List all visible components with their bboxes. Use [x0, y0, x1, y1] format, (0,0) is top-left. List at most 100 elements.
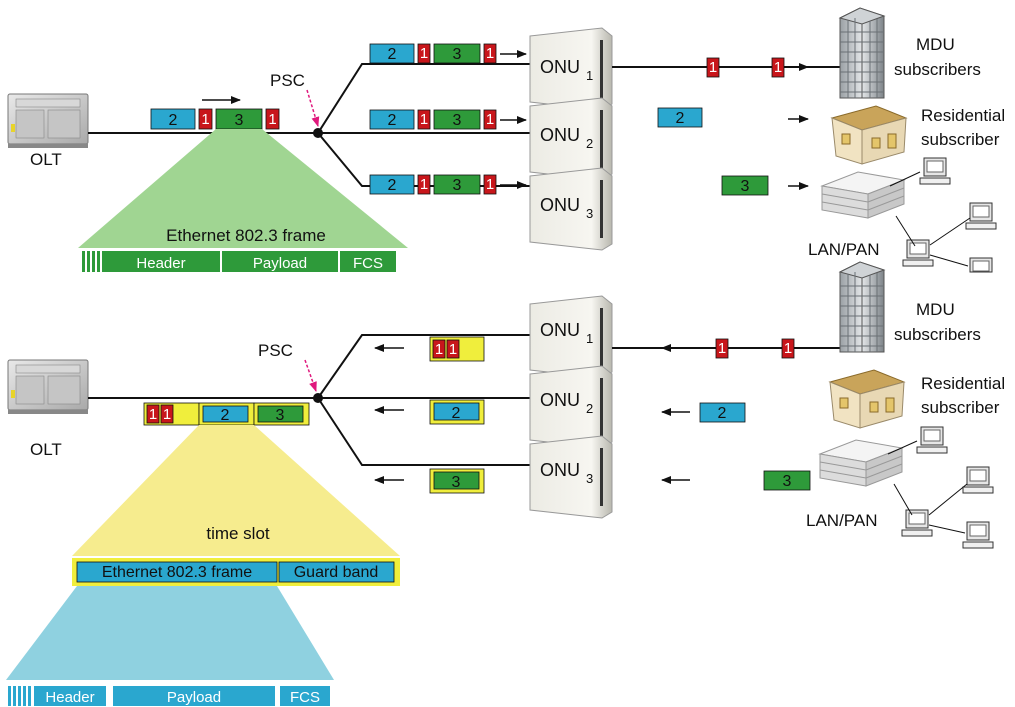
packet-label: 2: [388, 46, 397, 63]
onu-label: ONU: [540, 460, 580, 480]
trunk-slots: 1 1 2 3: [143, 402, 310, 426]
mdu-building-icon: [838, 7, 886, 99]
mdu-label-line1: MDU: [916, 35, 955, 54]
payload-field-label: Payload: [253, 255, 307, 272]
packet-label: 2: [221, 407, 230, 424]
onu-subscript: 2: [586, 136, 593, 151]
slot-caption: time slot: [206, 524, 270, 543]
onu-1-device-icon: ONU 1: [529, 295, 613, 379]
pc-icon: [962, 521, 994, 549]
packet-label: 1: [163, 406, 171, 423]
branch-line-1: [317, 63, 530, 134]
packet-label: 2: [388, 112, 397, 129]
packet-label: 1: [774, 59, 782, 76]
ethernet-frame-field-label: Ethernet 802.3 frame: [102, 564, 252, 581]
packet-label: 1: [449, 341, 457, 358]
downstream-section: OLT 2 1 3 1 Ethernet 802.3 frame Header: [7, 7, 1005, 273]
onu-label: ONU: [540, 320, 580, 340]
olt-label: OLT: [30, 150, 62, 169]
payload-field: [113, 686, 275, 706]
branch-line-3: [317, 397, 530, 466]
fcs-field: [340, 251, 396, 272]
delivered-packets-2: 2: [657, 107, 703, 128]
packet-label: 3: [783, 473, 792, 490]
upstream-section: OLT 1 1 2 3 time slot Ethernet 802.3 fra…: [6, 261, 1005, 706]
packet-label: 3: [235, 112, 244, 129]
onu-label: ONU: [540, 390, 580, 410]
guard-band-field: [278, 561, 395, 583]
lan-switch-icon: [820, 171, 906, 219]
onu-subscript: 3: [586, 206, 593, 221]
packet-blue: [150, 108, 196, 130]
frame-caption: Ethernet 802.3 frame: [166, 226, 326, 245]
source-packets-1: 1 1: [715, 338, 795, 359]
onu-label: ONU: [540, 125, 580, 145]
pc-icon: [969, 257, 993, 273]
packet-label: 1: [486, 111, 494, 128]
packet-label: 1: [718, 340, 726, 357]
pc-icon: [901, 509, 933, 537]
branch-packets-3: 2 1 3 1: [369, 174, 527, 195]
trunk-packets: 2 1 3 1: [150, 108, 280, 130]
mdu-label-line2: subscribers: [894, 60, 981, 79]
lan-pan-label: LAN/PAN: [808, 240, 880, 259]
slot-zoom-trapezoid: [72, 425, 400, 556]
header-field-label: Header: [136, 255, 185, 272]
onu-3-device-icon: ONU 3: [529, 435, 613, 519]
olt-device-icon: [7, 93, 89, 148]
pc-icon: [916, 426, 948, 454]
frame-zoom-trapezoid: [78, 129, 408, 248]
packet-label: 2: [169, 112, 178, 129]
pc-icon: [962, 466, 994, 494]
fcs-field-label: FCS: [290, 689, 320, 706]
branch-slot-1: 1 1: [429, 336, 485, 362]
packet-label: 2: [388, 177, 397, 194]
onu-label: ONU: [540, 57, 580, 77]
payload-field: [222, 251, 338, 272]
branch-packets-1: 2 1 3 1: [369, 43, 527, 64]
olt-label: OLT: [30, 440, 62, 459]
fcs-field: [280, 686, 330, 706]
packet-label: 2: [718, 405, 727, 422]
ethernet-frame-strip: Header Payload FCS: [8, 686, 330, 706]
mdu-label-line2: subscribers: [894, 325, 981, 344]
frame-zoom-trapezoid: [6, 586, 334, 680]
onu-1-device-icon: ONU 1: [529, 27, 613, 111]
packet-label: 1: [420, 111, 428, 128]
delivered-packets-3: 3: [721, 175, 769, 196]
psc-label: PSC: [270, 71, 305, 90]
pc-icon: [919, 157, 951, 185]
ethernet-frame-strip: Header Payload FCS: [82, 251, 396, 272]
packet-red: [265, 108, 280, 130]
residential-label-line2: subscriber: [921, 130, 1000, 149]
packet-label: 3: [276, 407, 285, 424]
guard-band-field-label: Guard band: [294, 564, 379, 581]
onu-subscript: 1: [586, 331, 593, 346]
psc-label: PSC: [258, 341, 293, 360]
branch-slot-2: 2: [429, 399, 485, 425]
onu-3-device-icon: ONU 3: [529, 167, 613, 251]
branch-line-1: [317, 334, 530, 399]
psc-pointer: [304, 359, 317, 392]
pc-icon: [902, 239, 934, 267]
packet-label: 1: [201, 111, 209, 128]
time-slot-strip: Ethernet 802.3 frame Guard band: [72, 558, 400, 586]
packet-label: 2: [676, 110, 685, 127]
residential-label-line1: Residential: [921, 374, 1005, 393]
onu-subscript: 3: [586, 471, 593, 486]
header-field: [34, 686, 106, 706]
onu-2-device-icon: ONU 2: [529, 365, 613, 449]
psc-pointer: [306, 89, 320, 127]
mdu-label-line1: MDU: [916, 300, 955, 319]
onu-subscript: 1: [586, 68, 593, 83]
fcs-field-label: FCS: [353, 255, 383, 272]
source-packets-2: 2: [699, 402, 746, 423]
delivered-packets-1: 1 1: [706, 57, 785, 78]
packet-label: 1: [435, 341, 443, 358]
lan-links: [887, 440, 968, 534]
packet-label: 1: [784, 340, 792, 357]
packet-label: 1: [486, 176, 494, 193]
packet-label: 3: [453, 177, 462, 194]
pc-icon: [965, 202, 997, 230]
